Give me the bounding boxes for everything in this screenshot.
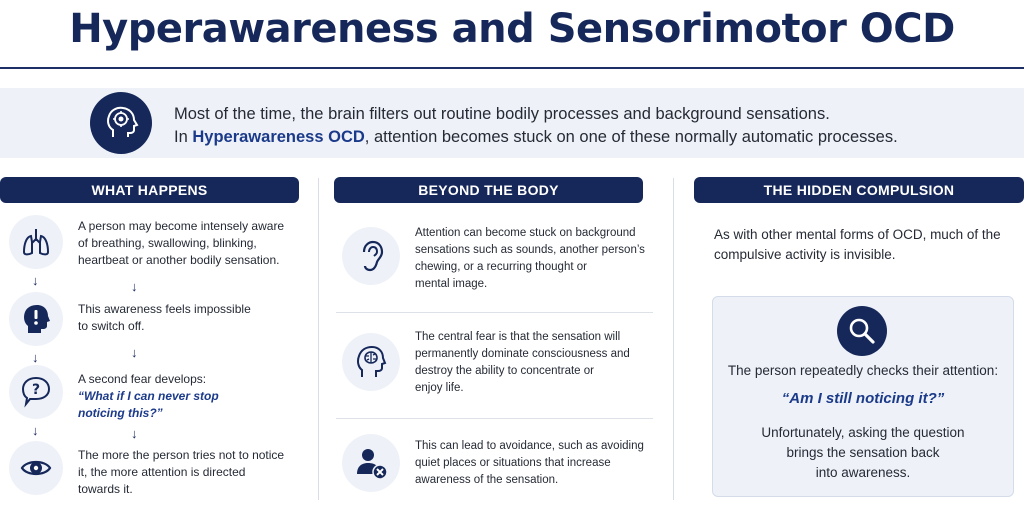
column-divider [318,178,319,500]
brain-head-icon [90,92,152,154]
flow-arrow: ↓ [131,426,138,441]
intro-line-2-suffix: , attention becomes stuck on one of thes… [364,128,898,146]
step-2-text: This awareness feels impossible to switc… [78,301,251,335]
step-line: The more the person tries not to notice [78,448,285,462]
step-line: A second fear develops: [78,372,207,386]
hidden-compulsion-header: THE HIDDEN COMPULSION [694,177,1024,203]
step-4-text: The more the person tries not to notice … [78,447,284,498]
fear-quote-line: noticing this?” [78,406,163,420]
flow-arrow: ↓ [32,273,39,288]
item-line: Attention can become stuck on background [415,227,636,239]
item-line: The central fear is that the sensation w… [415,331,621,343]
closing-line: into awareness. [815,465,911,480]
compulsion-callout: The person repeatedly checks their atten… [712,296,1014,497]
item-line: chewing, or a recurring thought or [415,261,587,273]
question-thought-icon: ? [9,365,63,419]
beyond-the-body-header: BEYOND THE BODY [334,177,643,203]
beyond-item-1-text: Attention can become stuck on background… [415,225,655,293]
column-divider [673,178,674,500]
item-line: awareness of the sensation. [415,474,559,486]
intro-line-1: Most of the time, the brain filters out … [174,105,830,123]
item-line: mental image. [415,278,488,290]
magnifier-icon [837,306,887,356]
intro-text: Most of the time, the brain filters out … [174,103,898,149]
intro-highlight: Hyperawareness OCD [192,128,365,146]
brain-head-icon [342,333,400,391]
item-line: This can lead to avoidance, such as avoi… [415,440,644,452]
step-line: This awareness feels impossible [78,302,251,316]
step-3-text: A second fear develops: “What if I can n… [78,371,219,422]
intro-line-2-prefix: In [174,128,193,146]
item-line: enjoy life. [415,382,464,394]
step-1-text: A person may become intensely aware of b… [78,218,284,269]
page-title: Hyperawareness and Sensorimotor OCD [69,6,955,52]
alert-head-icon [9,292,63,346]
item-line: sensations such as sounds, another perso… [415,244,645,256]
beyond-item-2-text: The central fear is that the sensation w… [415,329,655,397]
eye-icon [9,441,63,495]
flow-arrow: ↓ [32,350,39,365]
intro-line: compulsive activity is invisible. [714,247,896,262]
item-separator [336,418,653,419]
step-line: A person may become intensely aware [78,219,285,233]
step-line: heartbeat or another bodily sensation. [78,253,280,267]
closing-line: Unfortunately, asking the question [761,425,965,440]
what-happens-header: WHAT HAPPENS [0,177,299,203]
hidden-compulsion-intro: As with other mental forms of OCD, much … [714,225,1014,265]
beyond-item-3-text: This can lead to avoidance, such as avoi… [415,438,655,489]
person-cancel-icon [342,434,400,492]
item-line: destroy the ability to concentrate or [415,365,594,377]
callout-line-1: The person repeatedly checks their atten… [727,363,999,378]
title-divider [0,67,1024,69]
item-line: quiet places or situations that increase [415,457,611,469]
intro-line-2: In Hyperawareness OCD, attention becomes… [174,126,898,149]
flow-arrow: ↓ [131,279,138,294]
step-line: to switch off. [78,319,145,333]
step-line: it, the more attention is directed [78,465,246,479]
intro-banner: Most of the time, the brain filters out … [0,88,1024,158]
svg-text:?: ? [32,382,40,398]
flow-arrow: ↓ [131,345,138,360]
callout-closing: Unfortunately, asking the question bring… [713,423,1013,483]
step-line: towards it. [78,482,133,496]
callout-quote: “Am I still noticing it?” [781,390,945,407]
intro-line: As with other mental forms of OCD, much … [714,227,1001,242]
flow-arrow: ↓ [32,423,39,438]
ear-icon [342,227,400,285]
closing-line: brings the sensation back [786,445,940,460]
item-line: permanently dominate consciousness and [415,348,630,360]
fear-quote-line: “What if I can never stop [78,389,219,403]
item-separator [336,312,653,313]
lungs-icon [9,215,63,269]
step-line: of breathing, swallowing, blinking, [78,236,257,250]
